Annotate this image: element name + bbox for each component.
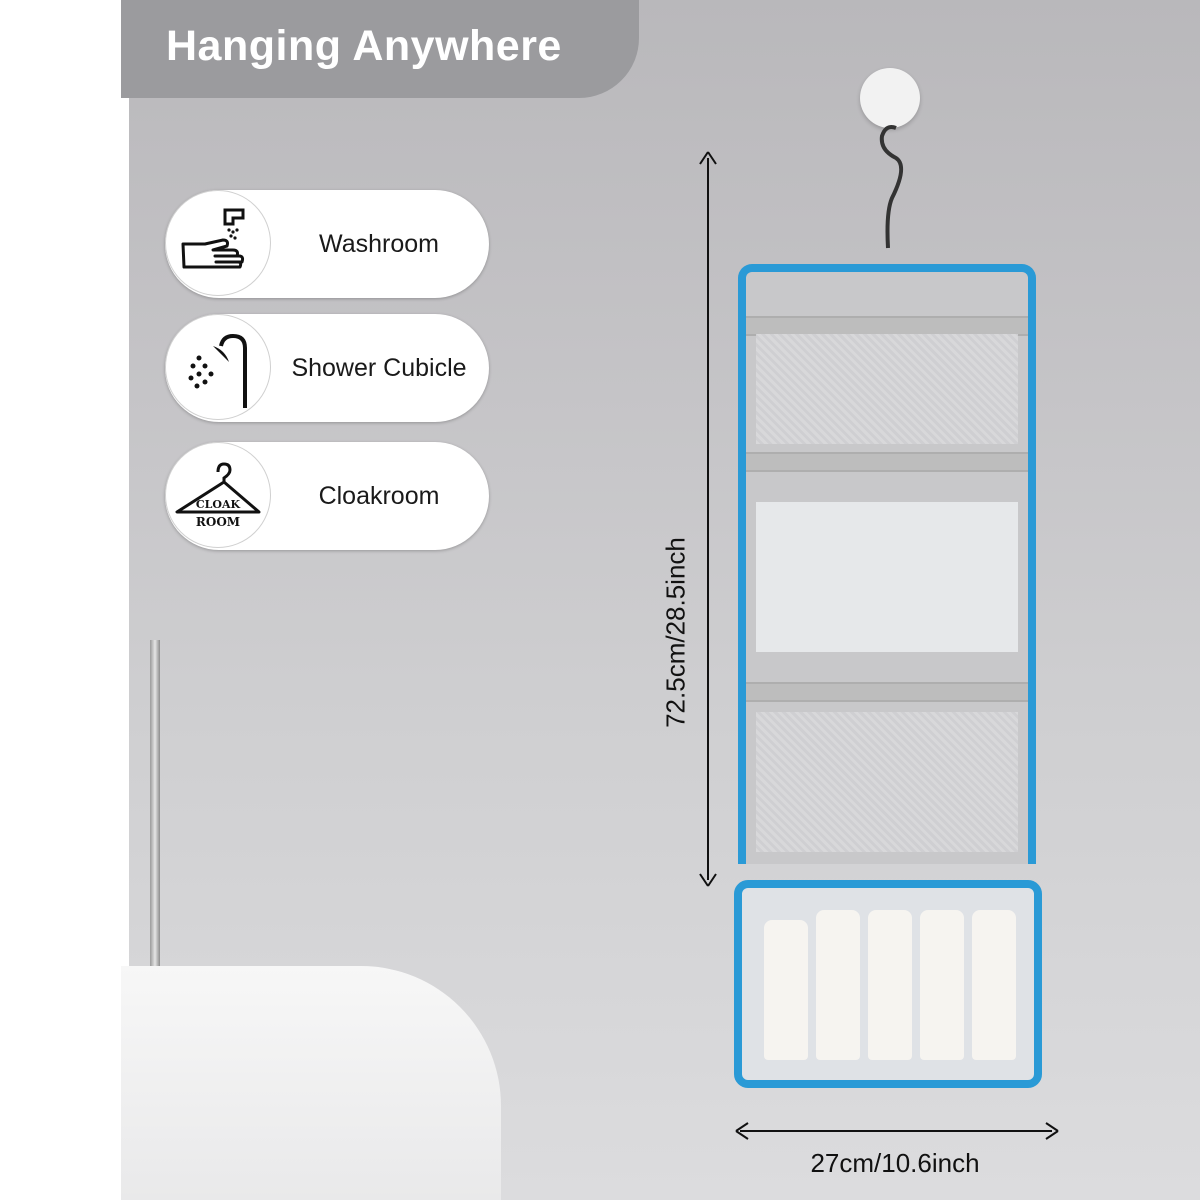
feature-icon-circle [165, 314, 271, 420]
zipper [746, 452, 1028, 472]
shower-icon [188, 333, 247, 408]
feature-label: Cloakroom [318, 482, 440, 510]
faucet [150, 640, 160, 970]
detachable-pouch [734, 880, 1042, 1088]
cloakroom-hanger-icon: CLOAK ROOM [175, 462, 261, 529]
feature-washroom: Washroom [165, 190, 489, 298]
title-banner [121, 0, 639, 98]
arrow-right-icon [1045, 1122, 1059, 1140]
hand-wash-icon [181, 208, 245, 269]
feature-icon-circle [165, 442, 271, 548]
bathtub [121, 966, 501, 1200]
cloak-text: CLOAK [196, 498, 241, 511]
width-dimension-line [740, 1130, 1052, 1132]
height-dimension-line [707, 158, 709, 880]
room-text: ROOM [196, 515, 240, 529]
arrow-left-icon [735, 1122, 749, 1140]
photo-edge [121, 0, 129, 1200]
width-dimension-label: 27cm/10.6inch [810, 1148, 980, 1178]
bottle [764, 920, 808, 1060]
arrow-up-icon [699, 151, 717, 165]
bottle [972, 910, 1016, 1060]
feature-cloakroom: CLOAK ROOM Cloakroom [165, 442, 489, 550]
bottle [816, 910, 860, 1060]
hanger-hook [879, 125, 904, 249]
bottle [868, 910, 912, 1060]
feature-label: Shower Cubicle [291, 354, 467, 382]
toiletry-bag [738, 264, 1036, 864]
bottle [920, 910, 964, 1060]
feature-label: Washroom [319, 230, 439, 258]
page-title: Hanging Anywhere [166, 22, 562, 70]
zipper [746, 682, 1028, 702]
feature-shower-cubicle: Shower Cubicle [165, 314, 489, 422]
arrow-down-icon [699, 873, 717, 887]
suction-hook [860, 68, 920, 128]
mesh-pocket [756, 712, 1018, 852]
mesh-pocket [756, 334, 1018, 444]
height-dimension-label: 72.5cm/28.5inch [660, 537, 691, 728]
zipper [746, 316, 1028, 336]
clear-pocket [756, 502, 1018, 652]
